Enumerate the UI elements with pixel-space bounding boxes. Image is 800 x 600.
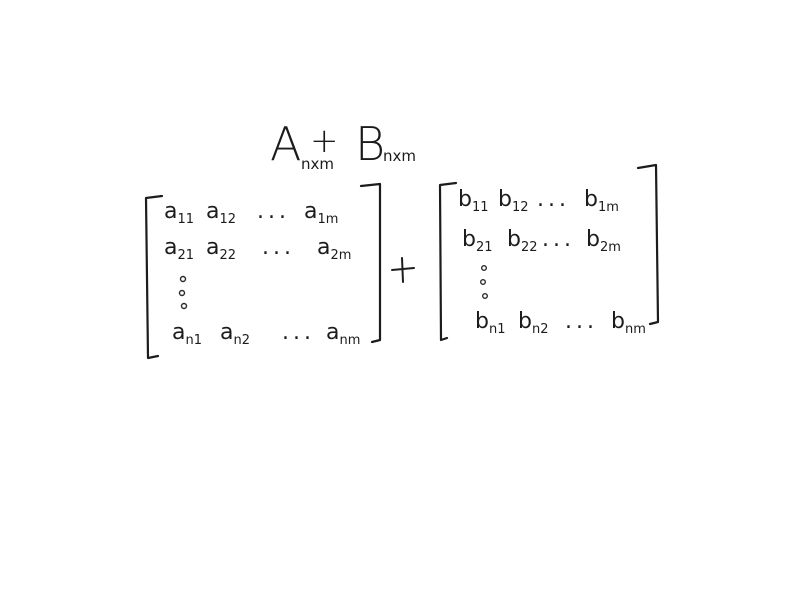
matrix-a-letter: A	[270, 117, 301, 171]
expression-header: A nxm + B nxm	[270, 117, 416, 173]
matrix-a-entry: a11	[164, 199, 194, 227]
entry-subscript: n2	[532, 322, 549, 337]
matrix-a-vdot	[179, 275, 187, 283]
entry-subscript: 22	[219, 248, 236, 263]
entry-base: b	[498, 187, 512, 212]
matrix-a-entry: a12	[206, 199, 236, 227]
matrix-a-dimension: nxm	[301, 155, 334, 173]
matrix-a-ellipsis: ...	[257, 199, 290, 224]
matrix-b-dimension: nxm	[383, 147, 416, 165]
entry-base: a	[317, 235, 330, 260]
entry-subscript: nm	[625, 322, 646, 337]
matrix-a-entry: an2	[220, 320, 250, 348]
matrix-a-ellipsis: ...	[282, 320, 315, 345]
entry-base: a	[220, 320, 233, 345]
matrix-a-right-bracket	[359, 182, 382, 344]
matrix-b-entry: bnm	[611, 309, 646, 337]
entry-subscript: n2	[233, 333, 250, 348]
matrix-b-entry: b12	[498, 187, 529, 215]
entry-subscript: n1	[489, 322, 506, 337]
matrix-b-entry: b22	[507, 227, 538, 255]
entry-base: a	[164, 235, 177, 260]
matrix-b-letter: B	[355, 117, 385, 171]
matrix-b-ellipsis: ...	[565, 309, 598, 334]
header-plus-sign: +	[310, 121, 339, 161]
entry-base: b	[507, 227, 521, 252]
matrix-b-entry: b11	[458, 187, 489, 215]
matrix-b-vdot	[481, 265, 488, 272]
entry-base: b	[462, 227, 476, 252]
entry-base: a	[172, 320, 185, 345]
entry-base: b	[611, 309, 625, 334]
entry-base: a	[304, 199, 317, 224]
entry-subscript: 12	[219, 212, 236, 227]
entry-subscript: nm	[339, 333, 360, 348]
entry-base: a	[206, 235, 219, 260]
matrix-a-entry: a1m	[304, 199, 338, 227]
entry-base: b	[458, 187, 472, 212]
entry-subscript: 1m	[317, 212, 338, 227]
entry-base: b	[584, 187, 598, 212]
entry-subscript: n1	[185, 333, 202, 348]
entry-subscript: 11	[472, 200, 489, 215]
entry-subscript: 22	[521, 240, 538, 255]
matrix-a-ellipsis: ...	[262, 235, 295, 260]
matrix-b-entry: b21	[462, 227, 493, 255]
entry-base: a	[326, 320, 339, 345]
entry-subscript: 21	[476, 240, 493, 255]
middle-plus-sign	[391, 257, 415, 283]
entry-base: b	[586, 227, 600, 252]
matrix-b-vdot	[482, 293, 489, 300]
entry-subscript: 21	[177, 248, 194, 263]
matrix-a-entry: a22	[206, 235, 236, 263]
matrix-b-ellipsis: ...	[537, 187, 570, 212]
matrix-b-entry: b1m	[584, 187, 619, 215]
matrix-b-entry: bn2	[518, 309, 548, 337]
matrix-a-vertical-dots	[178, 275, 188, 310]
entry-base: a	[206, 199, 219, 224]
matrix-b-vertical-dots	[480, 265, 489, 300]
matrix-b-ellipsis: ...	[542, 227, 575, 252]
matrix-a-entry: a2m	[317, 235, 351, 263]
matrix-b-entry: b2m	[586, 227, 621, 255]
entry-subscript: 2m	[330, 248, 351, 263]
entry-base: a	[164, 199, 177, 224]
entry-subscript: 11	[177, 212, 194, 227]
matrix-b-vdot	[480, 279, 487, 286]
matrix-a-left-bracket	[144, 194, 164, 360]
entry-subscript: 2m	[600, 240, 621, 255]
matrix-a-entry: a21	[164, 235, 194, 263]
matrix-a-entry: anm	[326, 320, 360, 348]
matrix-a-vdot	[180, 302, 188, 310]
matrix-b-entry: bn1	[475, 309, 505, 337]
matrix-a-vdot	[178, 289, 186, 297]
entry-subscript: 1m	[598, 200, 619, 215]
matrix-a-entry: an1	[172, 320, 202, 348]
matrix-b-right-bracket	[636, 163, 660, 326]
matrix-b-left-bracket	[438, 181, 458, 342]
entry-subscript: 12	[512, 200, 529, 215]
entry-base: b	[475, 309, 489, 334]
entry-base: b	[518, 309, 532, 334]
